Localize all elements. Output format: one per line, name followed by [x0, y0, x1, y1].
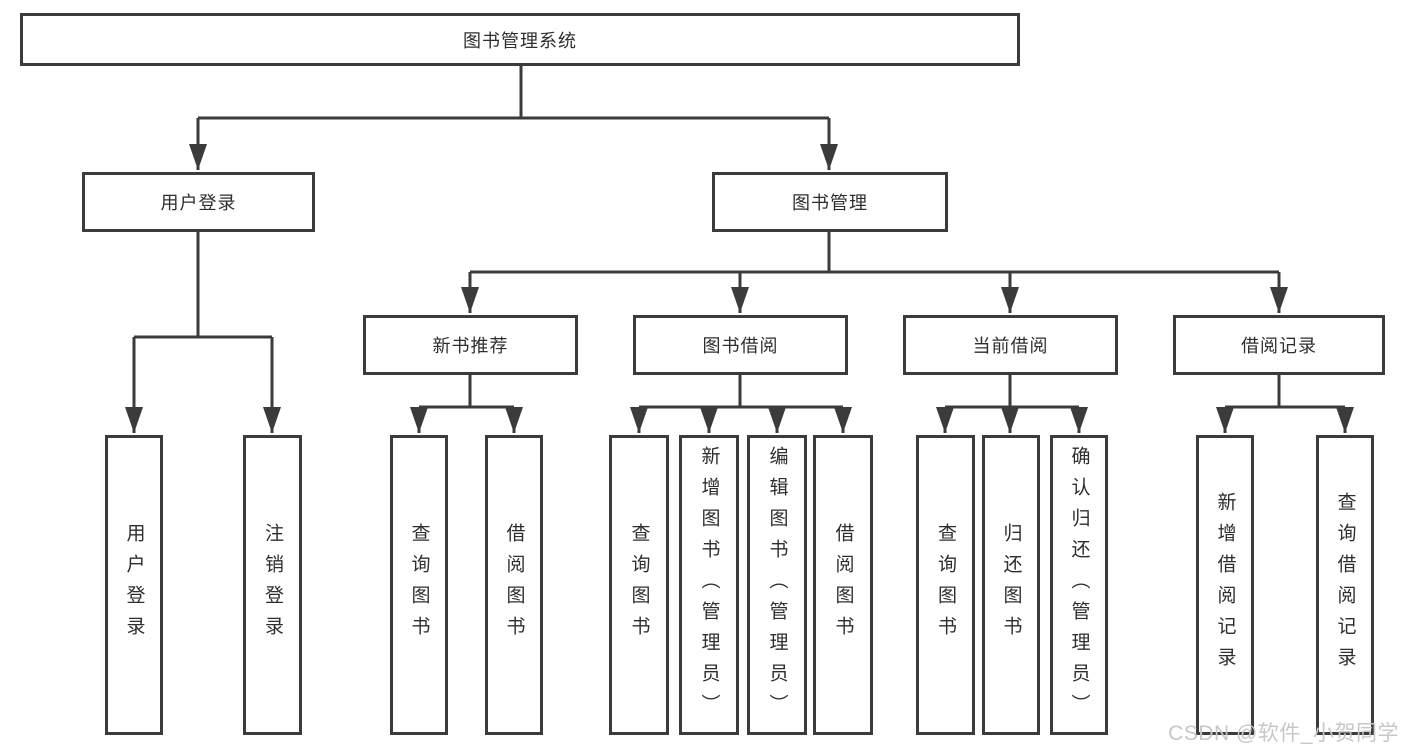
leaf-borrow-books: 借阅图书 — [813, 435, 873, 735]
leaf-label: 新增图书（管理员） — [698, 445, 720, 725]
connector-new-book-recommend-to-leaves — [410, 375, 523, 433]
leaf-borrow-books-recommend: 借阅图书 — [485, 435, 543, 735]
leaf-label: 借阅图书 — [832, 523, 854, 647]
leaf-query-books-borrow: 查询图书 — [609, 435, 669, 735]
leaf-label: 注销登录 — [262, 523, 283, 647]
leaf-return-books: 归还图书 — [982, 435, 1040, 735]
leaf-confirm-return-admin: 确认归还（管理员） — [1050, 435, 1108, 735]
node-label: 用户登录 — [160, 193, 237, 213]
connector-book-management-to-level2 — [461, 232, 1288, 313]
leaf-add-books-admin: 新增图书（管理员） — [679, 435, 739, 735]
node-user-login: 用户登录 — [82, 172, 315, 232]
node-label: 当前借阅 — [972, 336, 1049, 356]
leaf-logout: 注销登录 — [243, 435, 302, 735]
connector-root-to-level1 — [189, 66, 838, 170]
leaf-label: 归还图书 — [1000, 523, 1022, 647]
leaf-label: 查询图书 — [408, 523, 430, 647]
node-label: 新书推荐 — [432, 336, 509, 356]
node-label: 图书管理系统 — [463, 30, 577, 51]
leaf-label: 确认归还（管理员） — [1068, 445, 1090, 725]
leaf-user-login: 用户登录 — [105, 435, 163, 735]
node-label: 图书借阅 — [702, 336, 779, 356]
leaf-edit-books-admin: 编辑图书（管理员） — [747, 435, 807, 735]
leaf-label: 编辑图书（管理员） — [766, 445, 788, 725]
leaf-query-books-current: 查询图书 — [916, 435, 975, 735]
node-book-management: 图书管理 — [712, 172, 948, 232]
connector-book-borrow-to-leaves — [630, 375, 852, 433]
leaf-label: 查询借阅记录 — [1334, 492, 1356, 678]
connector-current-borrow-to-leaves — [936, 375, 1088, 433]
connector-user-login-to-leaves — [125, 232, 281, 433]
node-new-book-recommend: 新书推荐 — [363, 315, 578, 375]
node-borrow-records: 借阅记录 — [1173, 315, 1385, 375]
csdn-watermark: CSDN @软件_小贺同学 — [1168, 722, 1399, 745]
leaf-query-books-recommend: 查询图书 — [390, 435, 448, 735]
leaf-label: 查询图书 — [935, 523, 956, 647]
leaf-label: 查询图书 — [628, 523, 650, 647]
node-label: 借阅记录 — [1241, 336, 1317, 356]
leaf-query-borrow-record: 查询借阅记录 — [1316, 435, 1374, 735]
leaf-add-borrow-record: 新增借阅记录 — [1196, 435, 1254, 735]
leaf-label: 新增借阅记录 — [1214, 492, 1236, 678]
node-book-borrow: 图书借阅 — [633, 315, 848, 375]
node-current-borrow: 当前借阅 — [903, 315, 1118, 375]
leaf-label: 借阅图书 — [503, 523, 525, 647]
leaf-label: 用户登录 — [123, 523, 145, 647]
connector-borrow-records-to-leaves — [1216, 375, 1354, 433]
node-root-library-system: 图书管理系统 — [20, 13, 1020, 66]
node-label: 图书管理 — [792, 193, 868, 213]
